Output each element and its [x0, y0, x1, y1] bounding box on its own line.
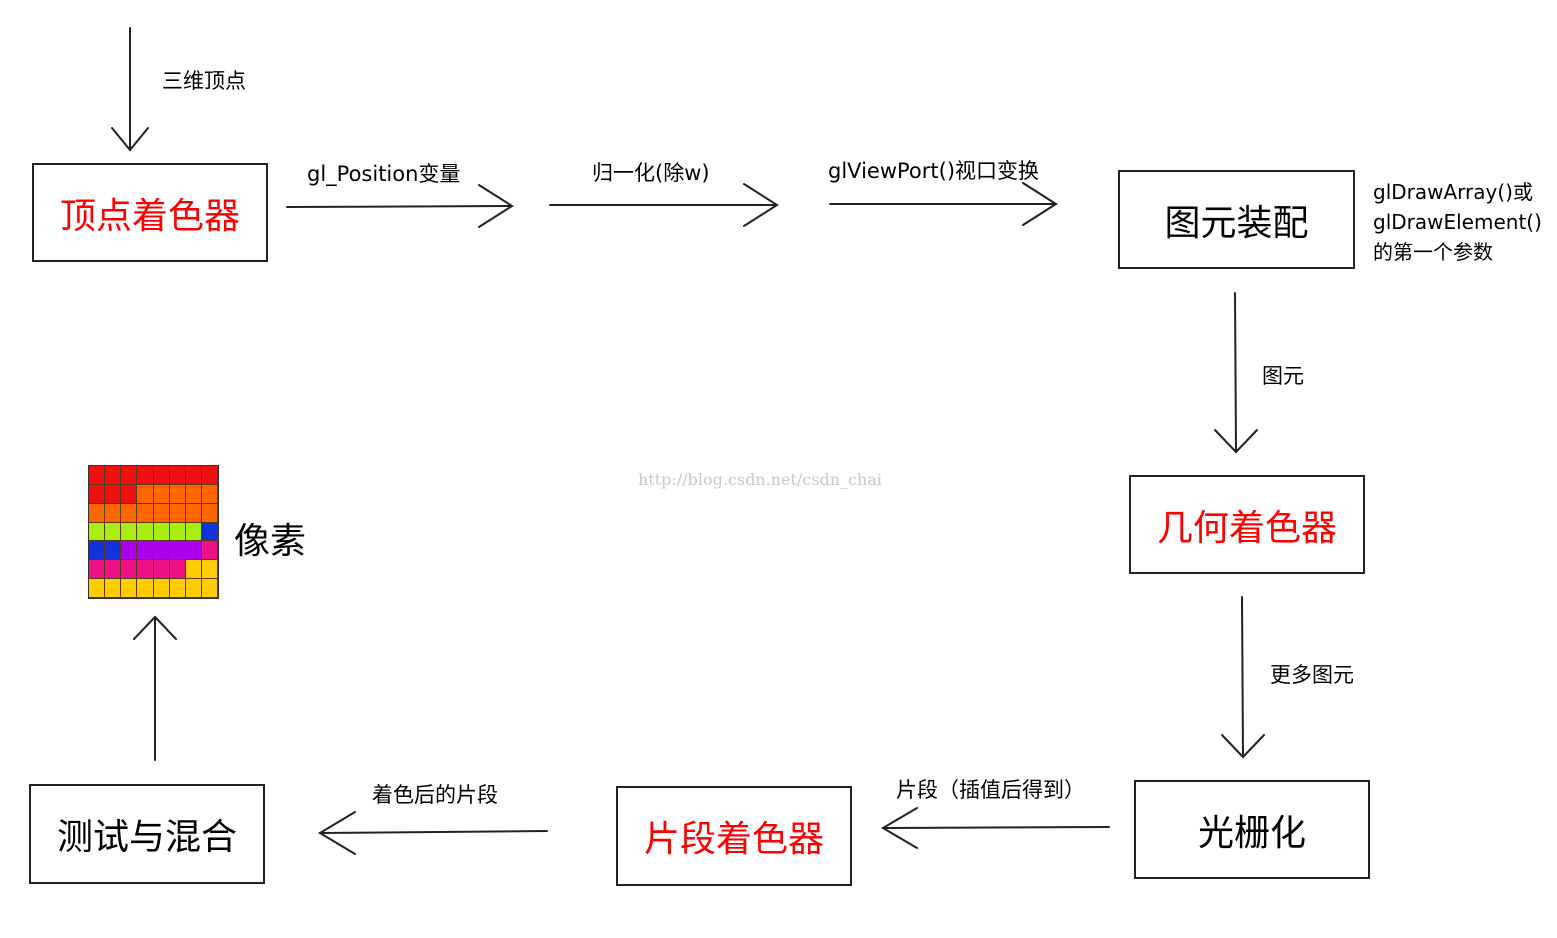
- arrow-primitive: [1214, 292, 1258, 454]
- edge-label-gl-position: gl_Position变量: [307, 162, 461, 186]
- geometry-shader-node: 几何着色器: [1129, 475, 1365, 574]
- pixel-cell: [121, 484, 138, 504]
- pixel-cell: [89, 560, 106, 580]
- pixel-cell: [201, 522, 218, 542]
- pixel-cell: [105, 560, 122, 580]
- pixel-cell: [185, 522, 202, 542]
- pixel-cell: [185, 579, 202, 598]
- arrow-gl-position: [286, 184, 514, 228]
- pixel-grid-image: [88, 465, 219, 599]
- edge-label-input: 三维顶点: [162, 69, 246, 93]
- rasterization-node: 光栅化: [1134, 780, 1370, 879]
- pixel-cell: [153, 522, 170, 542]
- arrow-pixels: [133, 615, 177, 761]
- pixel-cell: [137, 541, 154, 561]
- arrow-input: [111, 27, 149, 152]
- arrow-more-primitives: [1221, 596, 1265, 759]
- arrow-shaded-fragments: [318, 811, 548, 855]
- pixel-cell: [89, 579, 106, 598]
- pixel-cell: [169, 503, 186, 523]
- pixel-cell: [153, 484, 170, 504]
- pixel-cell: [201, 466, 218, 485]
- pixel-cell: [121, 560, 138, 580]
- pixel-cell: [169, 522, 186, 542]
- fragment-shader-label: 片段着色器: [643, 819, 824, 860]
- pixel-cell: [105, 503, 122, 523]
- pixel-cell: [169, 579, 186, 598]
- pixel-cell: [185, 484, 202, 504]
- pixel-cell: [105, 484, 122, 504]
- pixel-cell: [153, 560, 170, 580]
- pixel-cell: [105, 579, 122, 598]
- edge-label-normalize: 归一化(除w): [592, 161, 710, 185]
- pixel-cell: [185, 541, 202, 561]
- pixel-cell: [89, 484, 106, 504]
- pixel-cell: [121, 541, 138, 561]
- edge-label-more-primitives: 更多图元: [1270, 663, 1354, 687]
- edge-label-fragments: 片段（插值后得到）: [896, 778, 1085, 802]
- pixel-cell: [185, 466, 202, 485]
- edge-label-primitive: 图元: [1262, 364, 1304, 388]
- vertex-shader-node: 顶点着色器: [32, 163, 268, 262]
- arrow-viewport: [829, 182, 1058, 226]
- primitive-assembly-node: 图元装配: [1118, 170, 1355, 269]
- pixel-cell: [89, 541, 106, 561]
- pixel-cell: [105, 541, 122, 561]
- test-blend-label: 测试与混合: [56, 817, 237, 858]
- pixel-cell: [121, 466, 138, 485]
- pixel-cell: [105, 466, 122, 485]
- pixel-cell: [169, 560, 186, 580]
- vertex-shader-label: 顶点着色器: [59, 195, 240, 237]
- pixels-label: 像素: [234, 521, 307, 562]
- pixel-cell: [201, 560, 218, 580]
- note-line-3: 的第一个参数: [1373, 240, 1493, 264]
- primitive-mode-note: glDrawArray()或 glDrawElement() 的第一个参数: [1373, 177, 1542, 267]
- arrow-normalize: [549, 183, 779, 227]
- pixel-cell: [201, 541, 218, 561]
- pixel-cell: [121, 579, 138, 598]
- pixel-cell: [137, 560, 154, 580]
- pixel-cell: [137, 579, 154, 598]
- rasterization-label: 光栅化: [1197, 812, 1306, 854]
- note-line-1: glDrawArray()或: [1373, 180, 1533, 204]
- edge-label-shaded-fragments: 着色后的片段: [372, 783, 498, 807]
- pixel-cell: [137, 503, 154, 523]
- pixel-cell: [89, 466, 106, 485]
- pixel-cell: [137, 466, 154, 485]
- pixel-cell: [153, 579, 170, 598]
- watermark: http://blog.csdn.net/csdn_chai: [638, 470, 882, 489]
- note-line-2: glDrawElement(): [1373, 210, 1542, 234]
- edge-label-viewport: glViewPort()视口变换: [828, 159, 1040, 183]
- fragment-shader-node: 片段着色器: [616, 786, 852, 886]
- pixel-cell: [153, 503, 170, 523]
- pixel-cell: [137, 522, 154, 542]
- pixel-cell: [169, 541, 186, 561]
- arrow-fragments: [881, 807, 1110, 849]
- geometry-shader-label: 几何着色器: [1156, 507, 1337, 549]
- pixel-cell: [201, 503, 218, 523]
- pixel-cell: [137, 484, 154, 504]
- pixel-cell: [169, 466, 186, 485]
- pixel-cell: [201, 579, 218, 598]
- pixel-cell: [169, 484, 186, 504]
- pixel-cell: [105, 522, 122, 542]
- test-blend-node: 测试与混合: [29, 784, 265, 884]
- pixel-cell: [185, 560, 202, 580]
- pixel-cell: [121, 522, 138, 542]
- pixel-cell: [153, 466, 170, 485]
- primitive-assembly-label: 图元装配: [1164, 202, 1309, 244]
- pixel-cell: [89, 503, 106, 523]
- pixel-cell: [185, 503, 202, 523]
- pixel-cell: [201, 484, 218, 504]
- pixel-cell: [121, 503, 138, 523]
- pixel-cell: [89, 522, 106, 542]
- pixel-cell: [153, 541, 170, 561]
